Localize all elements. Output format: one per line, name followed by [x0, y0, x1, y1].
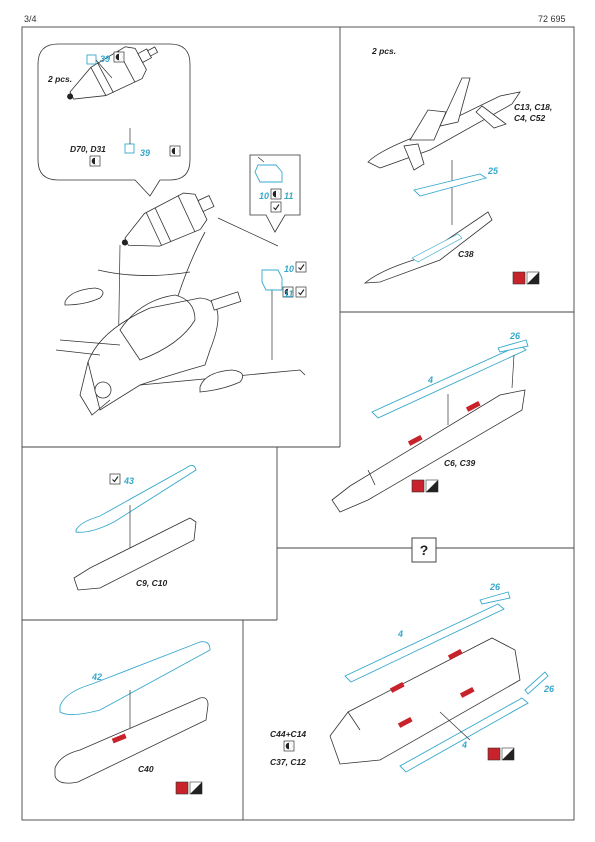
half-fold-icon [169, 145, 181, 157]
paint-ref-icon [512, 271, 540, 285]
pe-number: 4 [461, 740, 467, 750]
panel-3-pylon [331, 339, 529, 513]
pe-number: 26 [509, 331, 521, 341]
pylon-c6-c39 [331, 389, 526, 513]
pe-number: 10 [259, 191, 269, 201]
pylon-c44-c14 [329, 637, 521, 765]
pe-number: 4 [427, 375, 433, 385]
check-icon [270, 201, 282, 213]
part-label: C13, C18, [514, 102, 552, 112]
pylon-c9-c10 [73, 517, 197, 591]
nozzle-main [121, 192, 215, 247]
panel-frames [21, 26, 575, 821]
half-fold-icon [113, 51, 125, 63]
pe-strip-42 [59, 641, 211, 715]
paint-ref-icon [175, 781, 203, 795]
panel-1-fuselage [37, 43, 306, 416]
part-label: C9, C10 [136, 578, 167, 588]
part-label: C38 [458, 249, 474, 259]
paint-ref-icon [487, 747, 515, 761]
drop-tank-left [64, 287, 104, 306]
pe-number: 11 [284, 289, 293, 299]
product-code: 72 695 [538, 14, 566, 24]
check-icon [109, 473, 121, 485]
detail-callout-bubble [37, 43, 191, 197]
half-fold-icon [89, 155, 101, 167]
bracket-detail-box [249, 154, 301, 233]
panel-6-tank [54, 641, 211, 784]
pe-rail-25 [413, 173, 488, 197]
part-label: C40 [138, 764, 154, 774]
unknown-badge [411, 537, 437, 563]
pe-strip-4 [371, 344, 527, 419]
qty-label: 2 pcs. [47, 74, 72, 84]
nozzle-detail [67, 46, 159, 100]
page-number: 3/4 [24, 14, 37, 24]
paint-ref-icon [411, 479, 439, 493]
part-label: C44+C14 [270, 729, 306, 739]
pe-number: 10 [284, 264, 294, 274]
half-fold-icon [270, 188, 282, 200]
pe-number: 43 [123, 476, 134, 486]
drop-tank-right [199, 369, 244, 393]
check-icon [295, 261, 307, 273]
panel-5-pylon [329, 537, 549, 773]
pe-number: 39 [140, 148, 150, 158]
pe-number: 39 [100, 54, 110, 64]
pe-strip-4-bottom [399, 697, 529, 773]
pe-number: 26 [543, 684, 555, 694]
tank-c40 [54, 697, 209, 784]
panel-4-pylon [73, 465, 197, 591]
unknown-badge-text: ? [420, 542, 429, 558]
missile-body [367, 91, 521, 169]
part-label: C37, C12 [270, 757, 306, 767]
pe-number: 4 [397, 629, 403, 639]
part-label: C6, C39 [444, 458, 475, 468]
part-label: C4, C52 [514, 113, 545, 123]
pe-number: 42 [91, 672, 102, 682]
pe-strip-4-top [344, 603, 505, 683]
pe-number: 11 [284, 191, 293, 201]
part-label: D70, D31 [70, 144, 106, 154]
rail-c38 [363, 211, 493, 284]
pe-strip-43 [75, 465, 197, 533]
half-fold-icon [283, 740, 295, 752]
pe-number: 25 [487, 166, 499, 176]
check-icon [295, 286, 307, 298]
qty-label: 2 pcs. [371, 46, 396, 56]
pe-number: 26 [489, 582, 501, 592]
panel-2-missile [363, 77, 521, 284]
fuselage-nose [55, 231, 306, 416]
